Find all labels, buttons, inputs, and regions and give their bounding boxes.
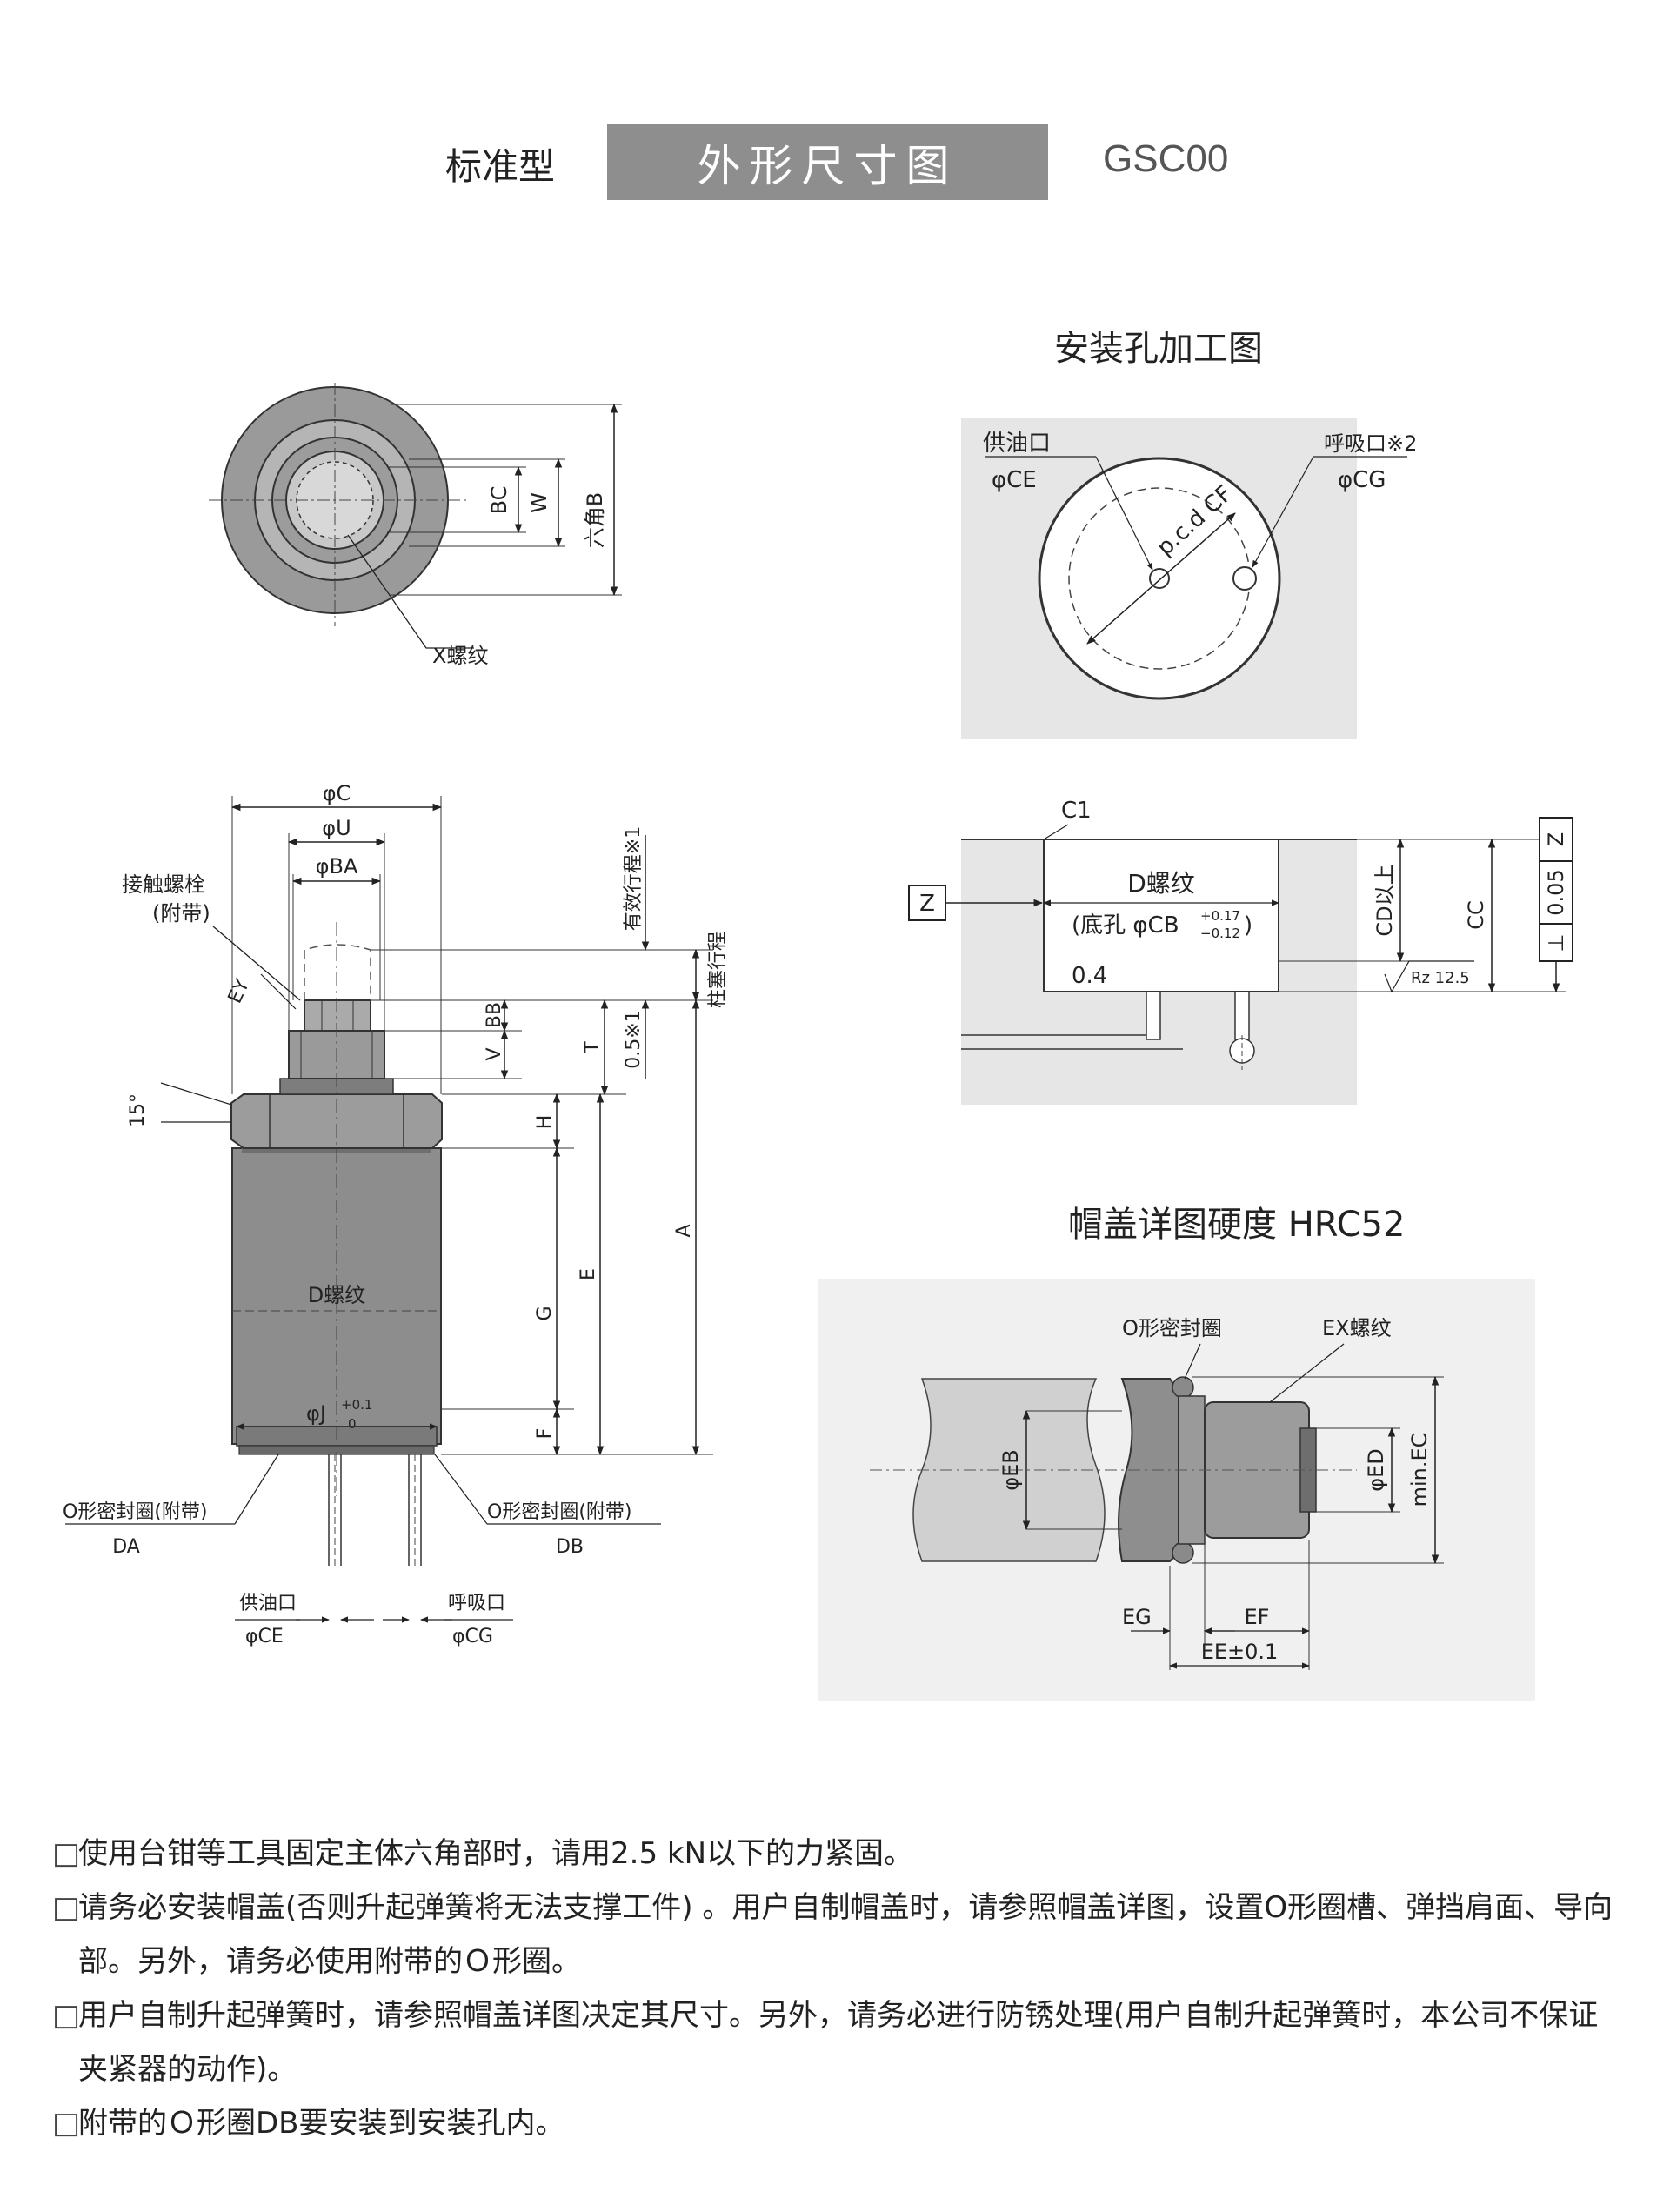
v-label: V (484, 1047, 505, 1060)
phi-j-label: φJ (306, 1401, 326, 1426)
cap-detail-view: O形密封圈 EX螺纹 φEB φED min.EC EG EF EE±0.1 (818, 1279, 1535, 1701)
contact-bolt-label: 接触螺栓 (122, 872, 205, 897)
page-title: 外形尺寸图 (607, 124, 1048, 200)
mount-breath-port-label: 呼吸口※2 (1324, 431, 1417, 456)
phi-u-label: φU (322, 816, 351, 840)
technical-drawing: BC W 六角B X螺纹 (63, 383, 1573, 1701)
e-label: E (578, 1268, 599, 1280)
ex-thread-label: EX螺纹 (1322, 1316, 1392, 1340)
bottom-hole-label: (底孔 φCB (1072, 912, 1179, 939)
phi-eb-label: φEB (999, 1449, 1023, 1490)
x-thread-label: X螺纹 (432, 644, 488, 668)
note-text: 用户自制升起弹簧时，请参照帽盖详图决定其尺寸。另外，请务必进行防锈处理(用户自制… (78, 1998, 1599, 2087)
tol-z-ref: Z (1544, 832, 1568, 846)
mount-phi-ce-label: φCE (992, 467, 1037, 493)
oring-da-label: O形密封圈(附带) (63, 1501, 207, 1523)
oring-db-label: O形密封圈(附带) (487, 1501, 631, 1523)
note-item: □ 附带的Ｏ形圈DB要安装到安装孔内。 (52, 2096, 1618, 2150)
db-label: DB (556, 1536, 584, 1558)
c1-label: C1 (1061, 798, 1092, 824)
d-thread-label: D螺纹 (308, 1283, 365, 1307)
eg-label: EG (1122, 1605, 1152, 1629)
mount-supply-port-label: 供油口 (983, 431, 1051, 457)
bottom-hole-tol-lower: −0.12 (1200, 926, 1240, 941)
note-bullet: □ (52, 1998, 81, 2033)
side-view: φC φU φBA 接触螺栓 (附带) EY 15° BB V T (63, 781, 729, 1647)
tol-flatness: 0.05 (1544, 869, 1568, 915)
mounting-hole-title: 安装孔加工图 (1054, 329, 1263, 369)
cap-detail-title: 帽盖详图硬度 HRC52 (1068, 1205, 1406, 1245)
note-text: 附带的Ｏ形圈DB要安装到安装孔内。 (78, 2106, 565, 2141)
supply-port-label: 供油口 (239, 1593, 297, 1614)
top-view: BC W 六角B X螺纹 (209, 383, 622, 668)
bottom-hole-tol-upper: +0.17 (1200, 908, 1240, 924)
notes-list: □ 使用台钳等工具固定主体六角部时，请用2.5 kN以下的力紧固。 □ 请务必安… (52, 1827, 1618, 2150)
note-item: □ 使用台钳等工具固定主体六角部时，请用2.5 kN以下的力紧固。 (52, 1827, 1618, 1881)
angle-label: 15° (127, 1093, 149, 1127)
z-datum-label: Z (919, 891, 935, 917)
ef-label: EF (1245, 1605, 1270, 1629)
rz-label: Rz 12.5 (1411, 969, 1470, 987)
mount-phi-cg-label: φCG (1338, 467, 1386, 493)
min-ec-label: min.EC (1407, 1433, 1432, 1507)
note-bullet: □ (52, 1836, 81, 1871)
note-item: □ 用户自制升起弹簧时，请参照帽盖详图决定其尺寸。另外，请务必进行防锈处理(用户… (52, 1988, 1618, 2096)
effective-stroke-label: 有效行程※1 (623, 826, 645, 931)
ey-label: EY (224, 976, 254, 1007)
mount-top-view: p.c.d CF 供油口 φCE 呼吸口※2 φCG (961, 418, 1417, 739)
phi-j-tol-upper: +0.1 (341, 1397, 372, 1413)
tol-perp: ⊥ (1544, 934, 1568, 952)
mount-section-view: C1 Z D螺纹 (底孔 φCB +0.17 −0.12 ) 0.4 CD以上 … (908, 798, 1573, 1105)
contact-bolt-sub-label: (附带) (152, 901, 210, 926)
page-title-text: 外形尺寸图 (697, 140, 959, 191)
phi-j-tol-lower: 0 (348, 1416, 357, 1432)
d-thread-hole-label: D螺纹 (1127, 869, 1195, 898)
a-label: A (673, 1224, 695, 1237)
ee-label: EE±0.1 (1201, 1640, 1279, 1664)
bc-label: BC (487, 486, 511, 515)
gap-label: 0.5※1 (623, 1010, 645, 1068)
f-label: F (534, 1428, 556, 1440)
note-bullet: □ (52, 2106, 81, 2141)
bottom-hole-close: ) (1244, 912, 1252, 939)
note-item: □ 请务必安装帽盖(否则升起弹簧将无法支撑工件) 。用户自制帽盖时，请参照帽盖详… (52, 1881, 1618, 1988)
r04-label: 0.4 (1072, 963, 1107, 989)
note-text: 请务必安装帽盖(否则升起弹簧将无法支撑工件) 。用户自制帽盖时，请参照帽盖详图，… (78, 1890, 1613, 1979)
w-label: W (527, 492, 551, 513)
cc-label: CC (1464, 900, 1488, 930)
bb-label: BB (484, 1002, 505, 1028)
breath-port-label: 呼吸口 (448, 1593, 505, 1614)
phi-cg-label: φCG (452, 1626, 493, 1647)
phi-ba-label: φBA (316, 854, 358, 879)
cd-label: CD以上 (1373, 864, 1397, 936)
model-code: GSC00 (1103, 137, 1229, 180)
phi-ce-label: φCE (245, 1626, 284, 1647)
hex-b-label: 六角B (583, 492, 607, 548)
h-label: H (534, 1115, 556, 1130)
phi-c-label: φC (323, 781, 351, 805)
cap-oring-label: O形密封圈 (1122, 1316, 1222, 1340)
note-text: 使用台钳等工具固定主体六角部时，请用2.5 kN以下的力紧固。 (78, 1836, 914, 1871)
type-label: 标准型 (445, 145, 556, 188)
t-label: T (582, 1041, 604, 1054)
g-label: G (534, 1306, 556, 1320)
note-bullet: □ (52, 1890, 81, 1925)
phi-ed-label: φED (1364, 1448, 1388, 1491)
plunger-stroke-label: 柱塞行程 (707, 932, 729, 1008)
da-label: DA (112, 1536, 140, 1558)
